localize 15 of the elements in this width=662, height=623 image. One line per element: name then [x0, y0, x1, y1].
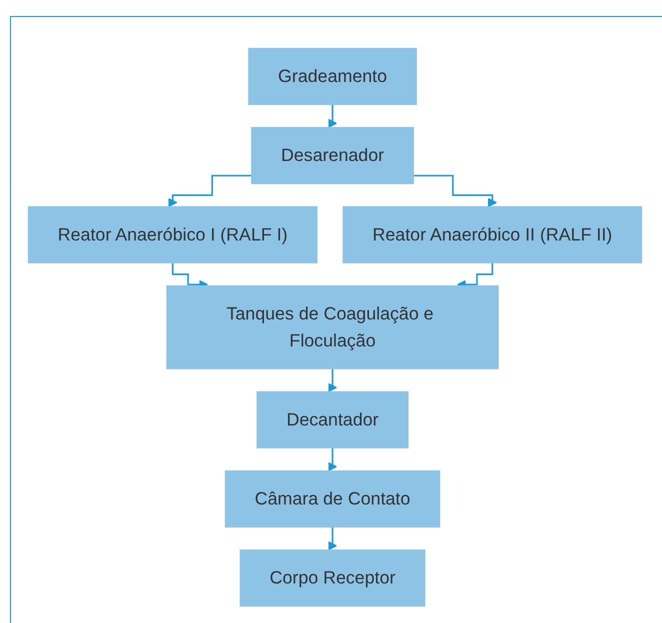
node-box: [251, 127, 414, 184]
arrow: [328, 104, 338, 128]
arrow: [328, 368, 338, 392]
node-box: [248, 48, 417, 105]
node-box: [166, 285, 499, 370]
flowchart: Gradeamento Desarenador Reator Anaeróbico I (RALF I) Reator Anaeróbico II (RALF II) Tanques de Coagulação e Floculação Decantador Câmara de Contato Corpo Receptor: [20, 40, 650, 615]
arrow: [168, 174, 252, 208]
arrow: [413, 174, 497, 208]
node-box: [224, 470, 440, 528]
node-box: [240, 550, 426, 607]
node-box: [342, 206, 642, 264]
arrow: [328, 526, 338, 550]
arrow: [328, 447, 338, 472]
node-box: [28, 206, 318, 264]
node-box: [256, 391, 408, 448]
